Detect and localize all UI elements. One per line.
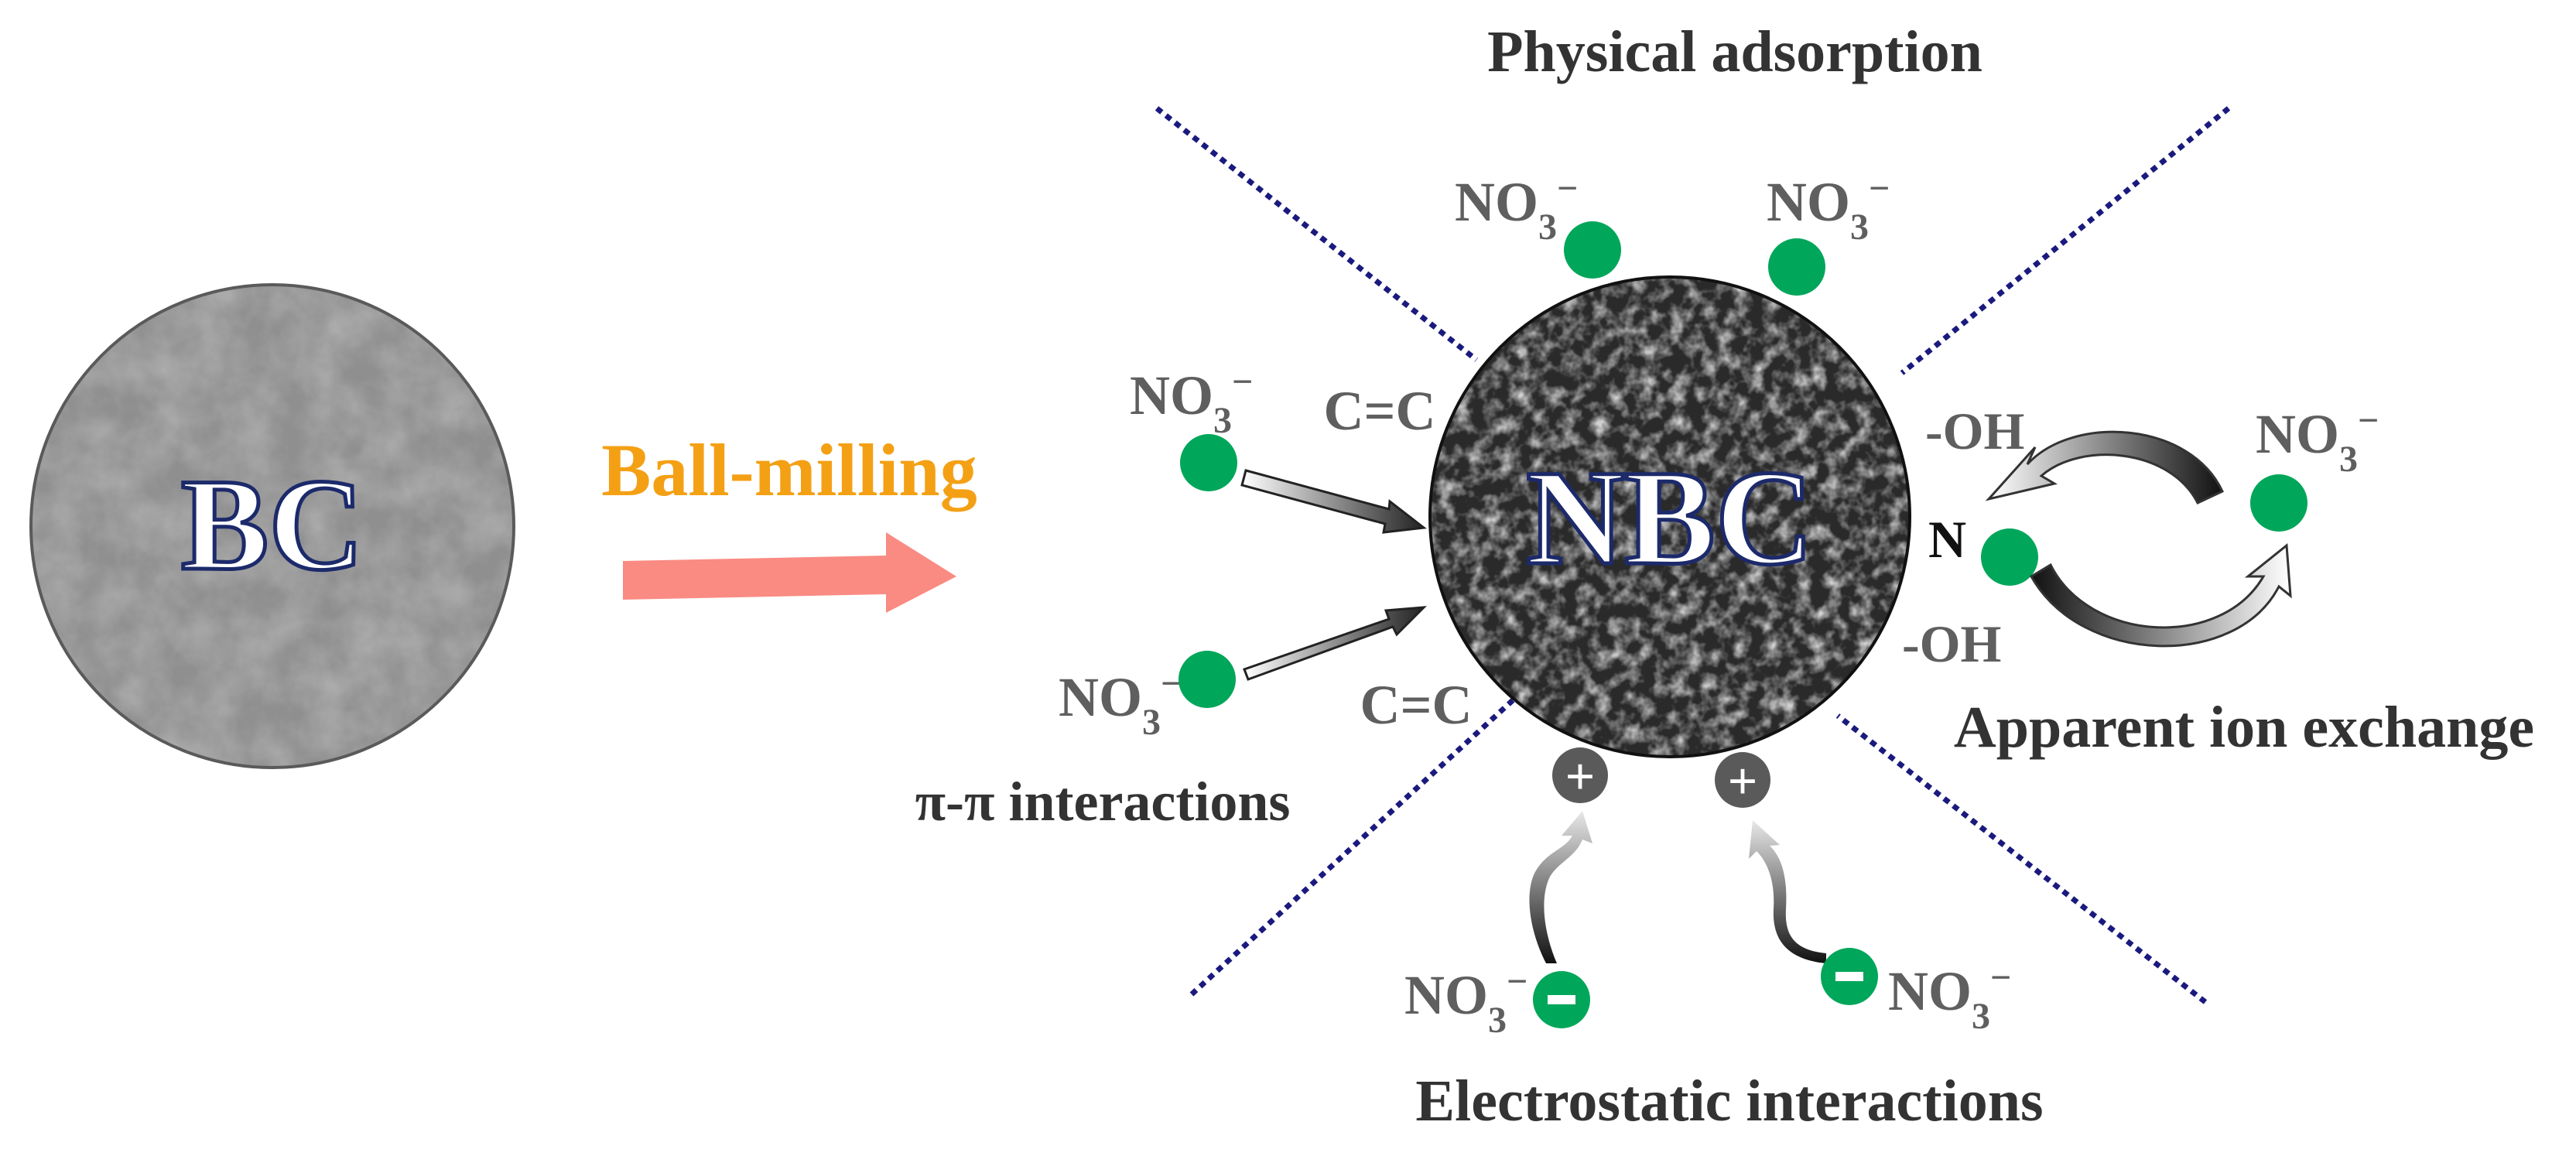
electrostatic-arrow-left [1529,811,1592,963]
bc-label: BC [181,452,364,597]
cc-group-upper: C=C [1323,380,1435,442]
bc-particle: BC [29,283,515,769]
pi-arrow-upper [1240,469,1427,534]
nitrate-formula: NO3− [1059,663,1182,743]
pi-pi-label: π-π interactions [915,771,1291,833]
nitrate-ion-pi-lower: NO3− [1059,651,1236,743]
physical-adsorption-label: Physical adsorption [1487,19,1982,84]
plus-sign: + [1728,751,1758,810]
nitrate-ion-top-right: NO3− [1767,168,1890,296]
electrostatic-label: Electrostatic interactions [1415,1069,2043,1134]
nbc-label: NBC [1526,443,1814,593]
nitrate-ion-dot [1768,238,1825,296]
cc-group-lower: C=C [1360,674,1472,736]
divider-bottom-left [1189,698,1515,997]
exchange-arrow-upper [1985,430,2224,504]
plus-sign: + [1565,747,1596,805]
n-site-label: N [1928,510,1966,569]
ion-exchange-label: Apparent ion exchange [1954,695,2534,760]
oh-group-lower: -OH [1902,614,2001,673]
exchange-arrow-lower [2029,543,2292,648]
nitrate-ion-dot [1180,434,1237,491]
nitrate-formula: NO3− [1767,168,1890,248]
nitrate-ion-top-left: NO3− [1455,168,1621,279]
pi-arrow-lower [1243,606,1427,681]
positive-charge-left: + [1552,747,1608,805]
nitrate-formula: NO3− [2256,400,2379,480]
nitrate-ion-dot [1564,221,1621,279]
minus-sign [1548,995,1575,1004]
bound-nitrate-ion-dot [1981,528,2038,586]
sector-dividers [1155,106,2231,1004]
divider-top-right [1900,106,2231,375]
nbc-particle: NBC [1428,275,1911,758]
nitrate-ion-electrostatic-right: NO3− [1821,948,2011,1037]
electrostatic-arrow-right [1749,820,1826,963]
nitrate-formula: NO3− [1404,961,1527,1041]
ball-milling-arrow [623,532,956,613]
nitrate-formula: NO3− [1130,361,1253,441]
nitrate-formula: NO3− [1888,957,2011,1037]
ball-milling-label: Ball-milling [601,429,977,511]
positive-charge-right: + [1715,751,1770,810]
nitrate-ion-dot [2250,474,2307,532]
nitrate-ion-pi-upper: NO3− [1130,361,1253,491]
divider-bottom-right [1835,713,2208,1004]
nitrate-ion-electrostatic-left: NO3− [1404,961,1590,1041]
divider-top-left [1155,106,1479,362]
nitrate-ion-dot [1179,651,1236,708]
nitrate-formula: NO3− [1455,168,1578,248]
oh-group-upper: -OH [1925,402,2024,460]
nitrate-ion-exchange-free: NO3− [2250,400,2379,532]
minus-sign [1835,972,1863,981]
